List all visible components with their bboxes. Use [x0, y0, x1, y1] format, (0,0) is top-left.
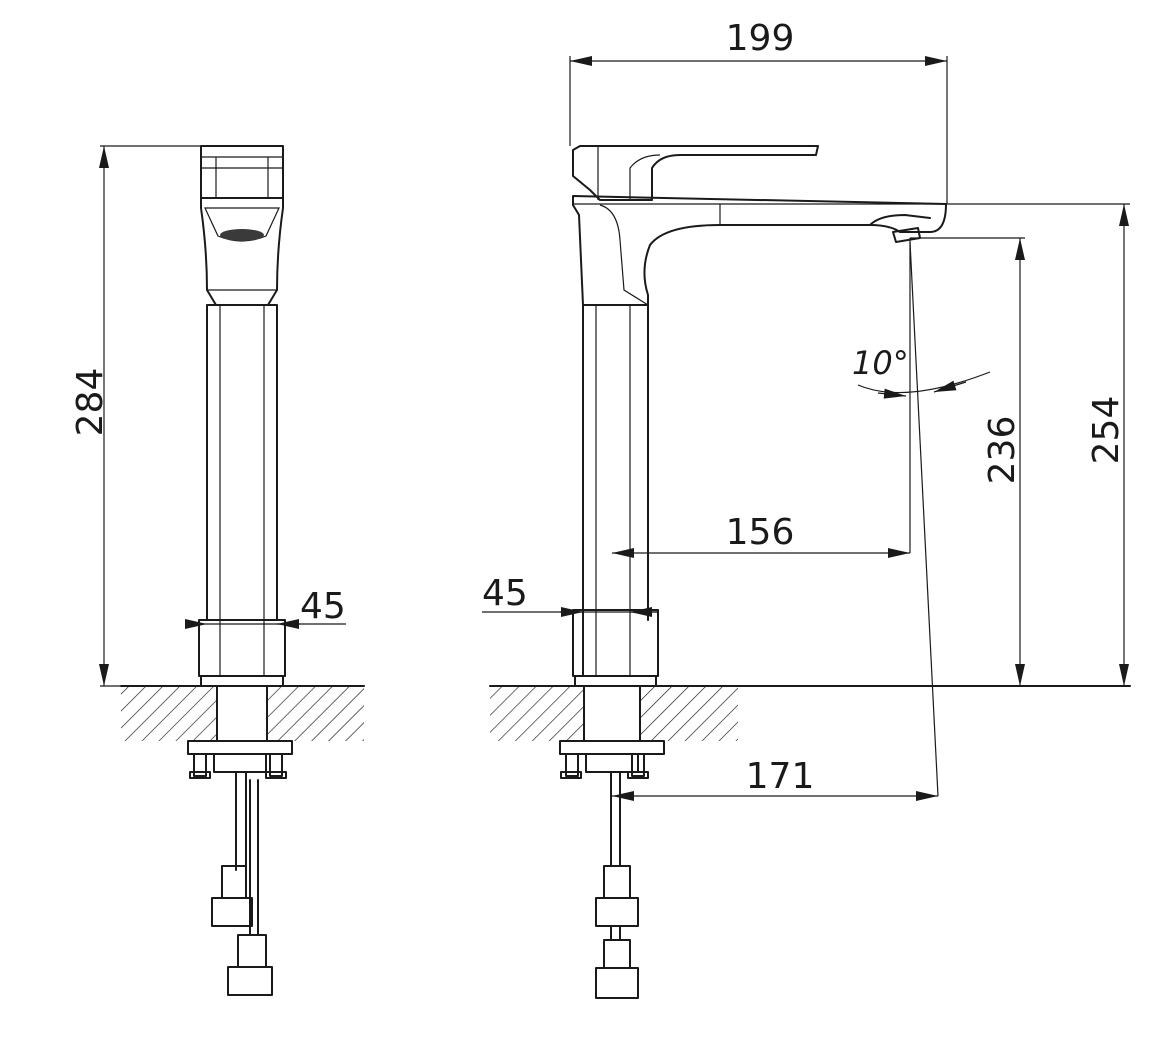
- side-mounting-kit: [559, 740, 665, 999]
- side-spout: [572, 195, 947, 306]
- side-handle: [572, 145, 819, 201]
- dimension-aerator-angle: 10°: [852, 344, 991, 399]
- dimension-spout-height: 254: [946, 203, 1130, 686]
- dim-label-spout-height: 254: [1086, 396, 1127, 465]
- dim-label-side-base-width: 45: [482, 573, 528, 614]
- dimension-front-height: 284: [70, 145, 201, 687]
- front-aerator: [220, 229, 264, 241]
- dimension-front-base-width: 45: [185, 586, 346, 629]
- dim-label-side-total-width: 199: [726, 18, 795, 59]
- dimension-spout-reach: 156: [612, 238, 911, 558]
- front-handle: [200, 145, 284, 199]
- side-body: [572, 304, 659, 687]
- dim-label-spout-clearance: 236: [982, 416, 1023, 485]
- dim-label-front-base-width: 45: [300, 586, 346, 627]
- side-view: 199 254 236 156 45: [482, 18, 1131, 999]
- dimension-side-total-width: 199: [569, 18, 948, 204]
- side-countertop-section: [489, 685, 1131, 742]
- dimension-side-base-width: 45: [482, 573, 658, 617]
- front-body: [198, 304, 286, 687]
- dim-label-front-height: 284: [70, 368, 111, 437]
- front-countertop-section: [120, 685, 365, 742]
- front-spout: [200, 197, 284, 306]
- dimension-spout-clearance: 236: [910, 237, 1025, 686]
- dim-label-aerator-angle: 10°: [852, 344, 909, 382]
- front-view: 284 45: [70, 145, 365, 996]
- dim-label-hole-to-aerator: 171: [746, 756, 815, 797]
- dimension-hole-to-aerator: 171: [612, 241, 939, 801]
- dim-label-spout-reach: 156: [726, 512, 795, 553]
- front-mounting-kit: [187, 740, 293, 996]
